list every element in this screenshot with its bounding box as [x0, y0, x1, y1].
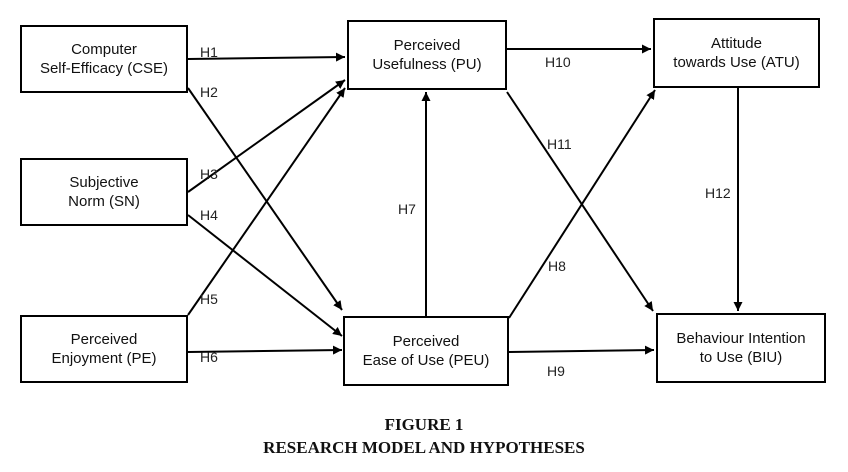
node-cse-line2: Self-Efficacy (CSE)	[39, 60, 169, 77]
h4-arrow-sn-to-peu	[187, 214, 343, 337]
figure-title: RESEARCH MODEL AND HYPOTHESES	[263, 438, 585, 457]
node-attitude-towards-use: Attitude towards Use (ATU)	[653, 18, 820, 88]
h6-label: H6	[200, 349, 218, 365]
h3-label: H3	[200, 166, 218, 182]
h6-arrow-pe-to-peu	[187, 345, 343, 355]
h9-label: H9	[547, 363, 565, 379]
node-behaviour-intention-to-use: Behaviour Intention to Use (BIU)	[656, 313, 826, 383]
h1-label: H1	[200, 44, 218, 60]
node-cse-line1: Computer	[71, 41, 137, 58]
h4-label: H4	[200, 207, 218, 223]
h11-arrow-pu-to-biu	[506, 91, 654, 312]
node-peu-line2: Ease of Use (PEU)	[362, 352, 490, 369]
node-sn-line1: Subjective	[69, 174, 139, 191]
node-pe-line1: Perceived	[70, 331, 138, 348]
h9-arrow-peu-to-biu	[508, 345, 655, 355]
h5-label: H5	[200, 291, 218, 307]
node-atu-line1: Attitude	[711, 35, 762, 52]
h2-label: H2	[200, 84, 218, 100]
h10-label: H10	[545, 54, 571, 70]
node-biu-line2: to Use (BIU)	[699, 349, 783, 366]
figure-number: FIGURE 1	[384, 415, 464, 434]
h12-label: H12	[705, 185, 731, 201]
node-peu-line1: Perceived	[392, 333, 460, 350]
node-pe-line2: Enjoyment (PE)	[51, 350, 157, 367]
research-model-diagram: H1 H2 H3 H4 H5 H6 H7 H8 H9 H10 H11 H12 C…	[20, 18, 826, 386]
h8-label: H8	[548, 258, 566, 274]
node-sn-line2: Norm (SN)	[68, 193, 140, 210]
node-atu-line2: towards Use (ATU)	[673, 54, 800, 71]
node-pu-line1: Perceived	[393, 37, 461, 54]
h11-label: H11	[547, 136, 572, 152]
h5-arrow-pe-to-pu	[187, 87, 346, 316]
node-pu-line2: Usefulness (PU)	[372, 56, 482, 73]
hypothesis-arrows: H1 H2 H3 H4 H5 H6 H7 H8 H9 H10 H11 H12	[187, 44, 743, 379]
h2-arrow-cse-to-peu	[187, 87, 343, 311]
h1-arrow-cse-to-pu	[187, 52, 346, 62]
h7-label: H7	[398, 201, 416, 217]
h3-arrow-sn-to-pu	[187, 79, 346, 193]
node-biu-line1: Behaviour Intention	[676, 330, 806, 347]
